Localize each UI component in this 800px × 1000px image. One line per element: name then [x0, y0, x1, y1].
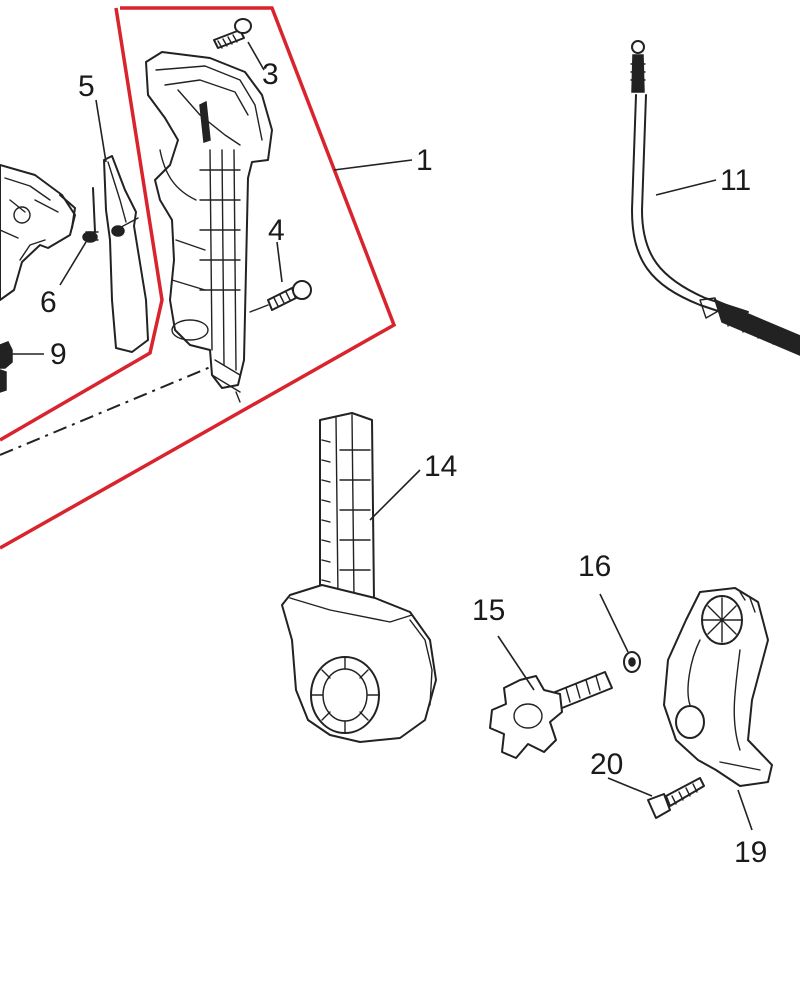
- part-19-bracket-drawing: [663, 587, 773, 787]
- part-11-cable-drawing: [630, 40, 800, 356]
- leader-lines: [12, 41, 753, 831]
- part-20-screw-drawing: [647, 777, 705, 819]
- part-14-clamp-drawing: [281, 412, 437, 743]
- part-label-19: 19: [734, 836, 767, 869]
- part-label-4: 4: [268, 214, 285, 247]
- part-6-spring-drawing: [82, 187, 99, 243]
- part-1-handle-drawing: [145, 51, 273, 403]
- part-3-screw-drawing: [213, 18, 252, 49]
- part-label-5: 5: [78, 70, 95, 103]
- part-label-3: 3: [262, 58, 279, 91]
- left-housing-drawing: [0, 164, 76, 301]
- part-label-9: 9: [50, 338, 67, 371]
- part-4-screw-drawing: [249, 280, 312, 313]
- part-label-6: 6: [40, 286, 57, 319]
- part-label-1: 1: [416, 144, 433, 177]
- highlight-outline: [0, 6, 397, 550]
- part-9-nut-drawing: [0, 341, 13, 393]
- part-label-20: 20: [590, 748, 623, 781]
- part-label-16: 16: [578, 550, 611, 583]
- part-label-11: 11: [720, 164, 751, 197]
- part-label-14: 14: [424, 450, 457, 483]
- assembly-axis-line: [0, 357, 233, 456]
- part-labels: 1 3 4 5 6 9 11 14 15 16 19 20: [40, 58, 767, 869]
- part-15-knob-drawing: [489, 671, 613, 759]
- part-5-lever-drawing: [103, 155, 149, 353]
- part-label-15: 15: [472, 594, 505, 627]
- part-16-washer-drawing: [623, 651, 641, 673]
